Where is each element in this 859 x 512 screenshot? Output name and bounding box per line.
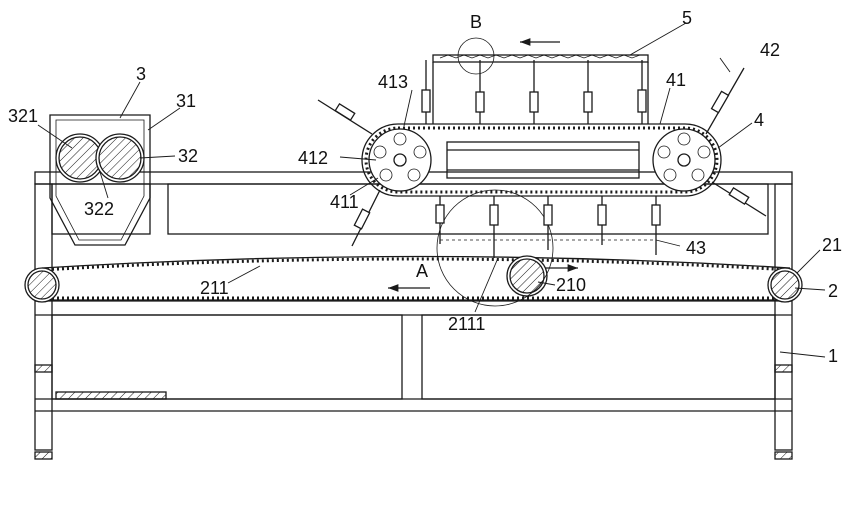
label-42: 42	[760, 40, 780, 60]
label-412: 412	[298, 148, 328, 168]
part-labels: 1 2 21 210 211 2111 3 31 32 321 322 4 41…	[8, 8, 842, 366]
label-210: 210	[556, 275, 586, 295]
label-1: 1	[828, 346, 838, 366]
leader-lines	[38, 23, 825, 357]
cleaning-mechanism	[318, 38, 766, 258]
label-43: 43	[686, 238, 706, 258]
label-a: A	[416, 261, 428, 281]
label-5: 5	[682, 8, 692, 28]
label-32: 32	[178, 146, 198, 166]
label-413: 413	[378, 72, 408, 92]
label-3: 3	[136, 64, 146, 84]
label-211: 211	[200, 278, 229, 298]
label-4: 4	[754, 110, 764, 130]
bottom-brush-rods	[436, 196, 660, 258]
label-41: 41	[666, 70, 686, 90]
label-411: 411	[330, 192, 359, 212]
top-brush-rods	[422, 60, 646, 124]
label-21: 21	[822, 235, 842, 255]
label-2: 2	[828, 281, 838, 301]
label-b: B	[470, 12, 482, 32]
label-322: 322	[84, 199, 114, 219]
label-2111: 2111	[448, 314, 485, 334]
label-31: 31	[176, 91, 196, 111]
hopper	[50, 115, 150, 245]
detail-circle-b	[458, 38, 494, 74]
cover-assembly	[433, 42, 648, 124]
label-321: 321	[8, 106, 38, 126]
base-frame	[35, 172, 792, 459]
